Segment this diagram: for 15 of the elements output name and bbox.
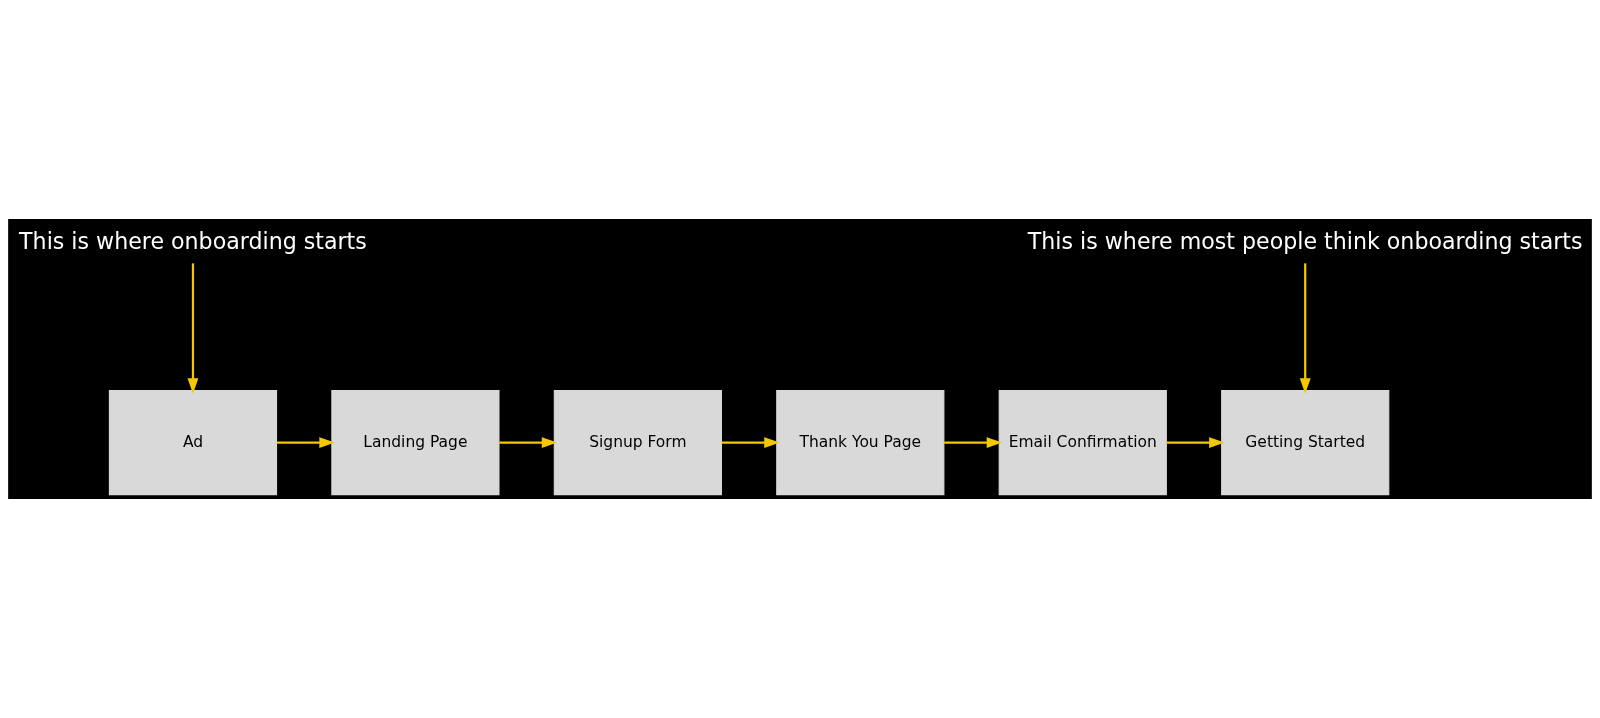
- node-box: Thank You Page: [776, 390, 945, 496]
- arrow: [499, 437, 558, 448]
- node-text: This is where onboarding starts: [19, 227, 367, 254]
- arrow: [1299, 263, 1311, 394]
- node-box: Getting Started: [1221, 390, 1390, 496]
- node-box: Landing Page: [331, 390, 500, 496]
- arrow: [276, 437, 335, 448]
- arrow: [721, 437, 780, 448]
- arrow: [944, 437, 1003, 448]
- node-box: Ad: [108, 390, 278, 496]
- node-box: Signup Form: [553, 390, 722, 496]
- node-box: Email Confirmation: [998, 390, 1167, 496]
- arrow: [187, 263, 199, 394]
- arrow: [1166, 437, 1225, 448]
- node-text: This is where most people think onboarding starts: [1027, 227, 1583, 254]
